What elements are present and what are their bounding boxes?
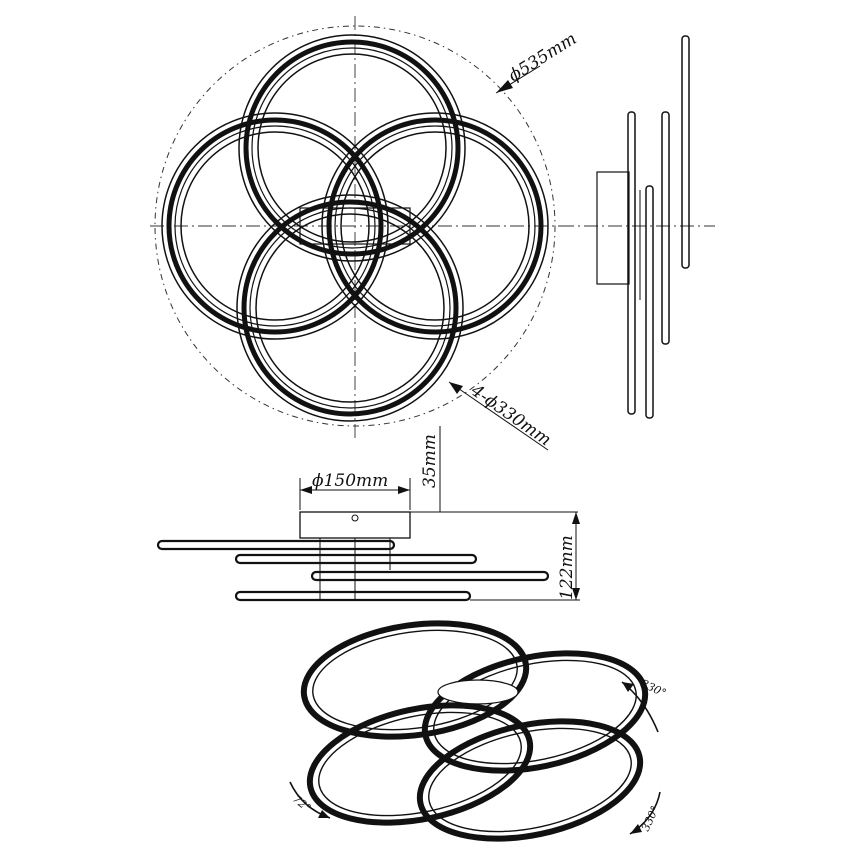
persp-canopy — [437, 679, 519, 705]
rotation-arrowhead-right-lower — [630, 824, 642, 834]
canopy-width-label: ϕ150mm — [312, 471, 388, 491]
rotation-label-left-lower: 72° — [290, 792, 313, 814]
ring-diameter-leader — [448, 381, 549, 451]
canopy-height-label: 35mm — [420, 434, 440, 488]
ring-diameter-arrow — [449, 382, 463, 394]
rotation-arrowhead-right-upper — [622, 682, 634, 692]
total-height-arrow-top — [572, 512, 580, 524]
side-canopy — [596, 171, 630, 285]
ring-bottom — [237, 195, 463, 421]
rotation-arrowhead-left-lower — [318, 810, 330, 818]
front-ring-bar-2 — [234, 553, 478, 565]
front-ring-bar-4 — [234, 590, 472, 602]
outer-diameter-label: ϕ535mm — [505, 29, 580, 86]
ring-diameter-label: 4-ϕ330mm — [466, 380, 554, 450]
canopy-width-arrow-left — [300, 486, 312, 494]
front-view: ϕ150mm 35mm 122mm — [156, 426, 580, 602]
front-ring-bar-1 — [156, 539, 396, 551]
total-height-label: 122mm — [557, 535, 577, 600]
persp-ring-front-right — [416, 718, 644, 842]
canopy-screw — [351, 514, 359, 522]
side-view — [560, 35, 715, 419]
persp-ring-back-right — [421, 650, 649, 774]
side-ring-1 — [627, 111, 636, 415]
total-height-arrow-bottom — [572, 588, 580, 600]
canopy-width-arrow-right — [398, 486, 410, 494]
ring-top — [239, 35, 465, 261]
outer-diameter-arrow — [496, 80, 513, 93]
side-ring-4 — [681, 35, 690, 269]
front-ring-bar-3 — [310, 570, 550, 582]
perspective-view: 330° 330° 72° — [289, 620, 668, 842]
center-hub — [299, 207, 411, 245]
front-canopy — [299, 511, 411, 539]
top-view: ϕ535mm 4-ϕ330mm — [150, 16, 580, 451]
side-ring-2 — [645, 185, 654, 419]
rotation-label-right-lower: 330° — [639, 804, 662, 834]
side-ring-3 — [661, 111, 670, 345]
